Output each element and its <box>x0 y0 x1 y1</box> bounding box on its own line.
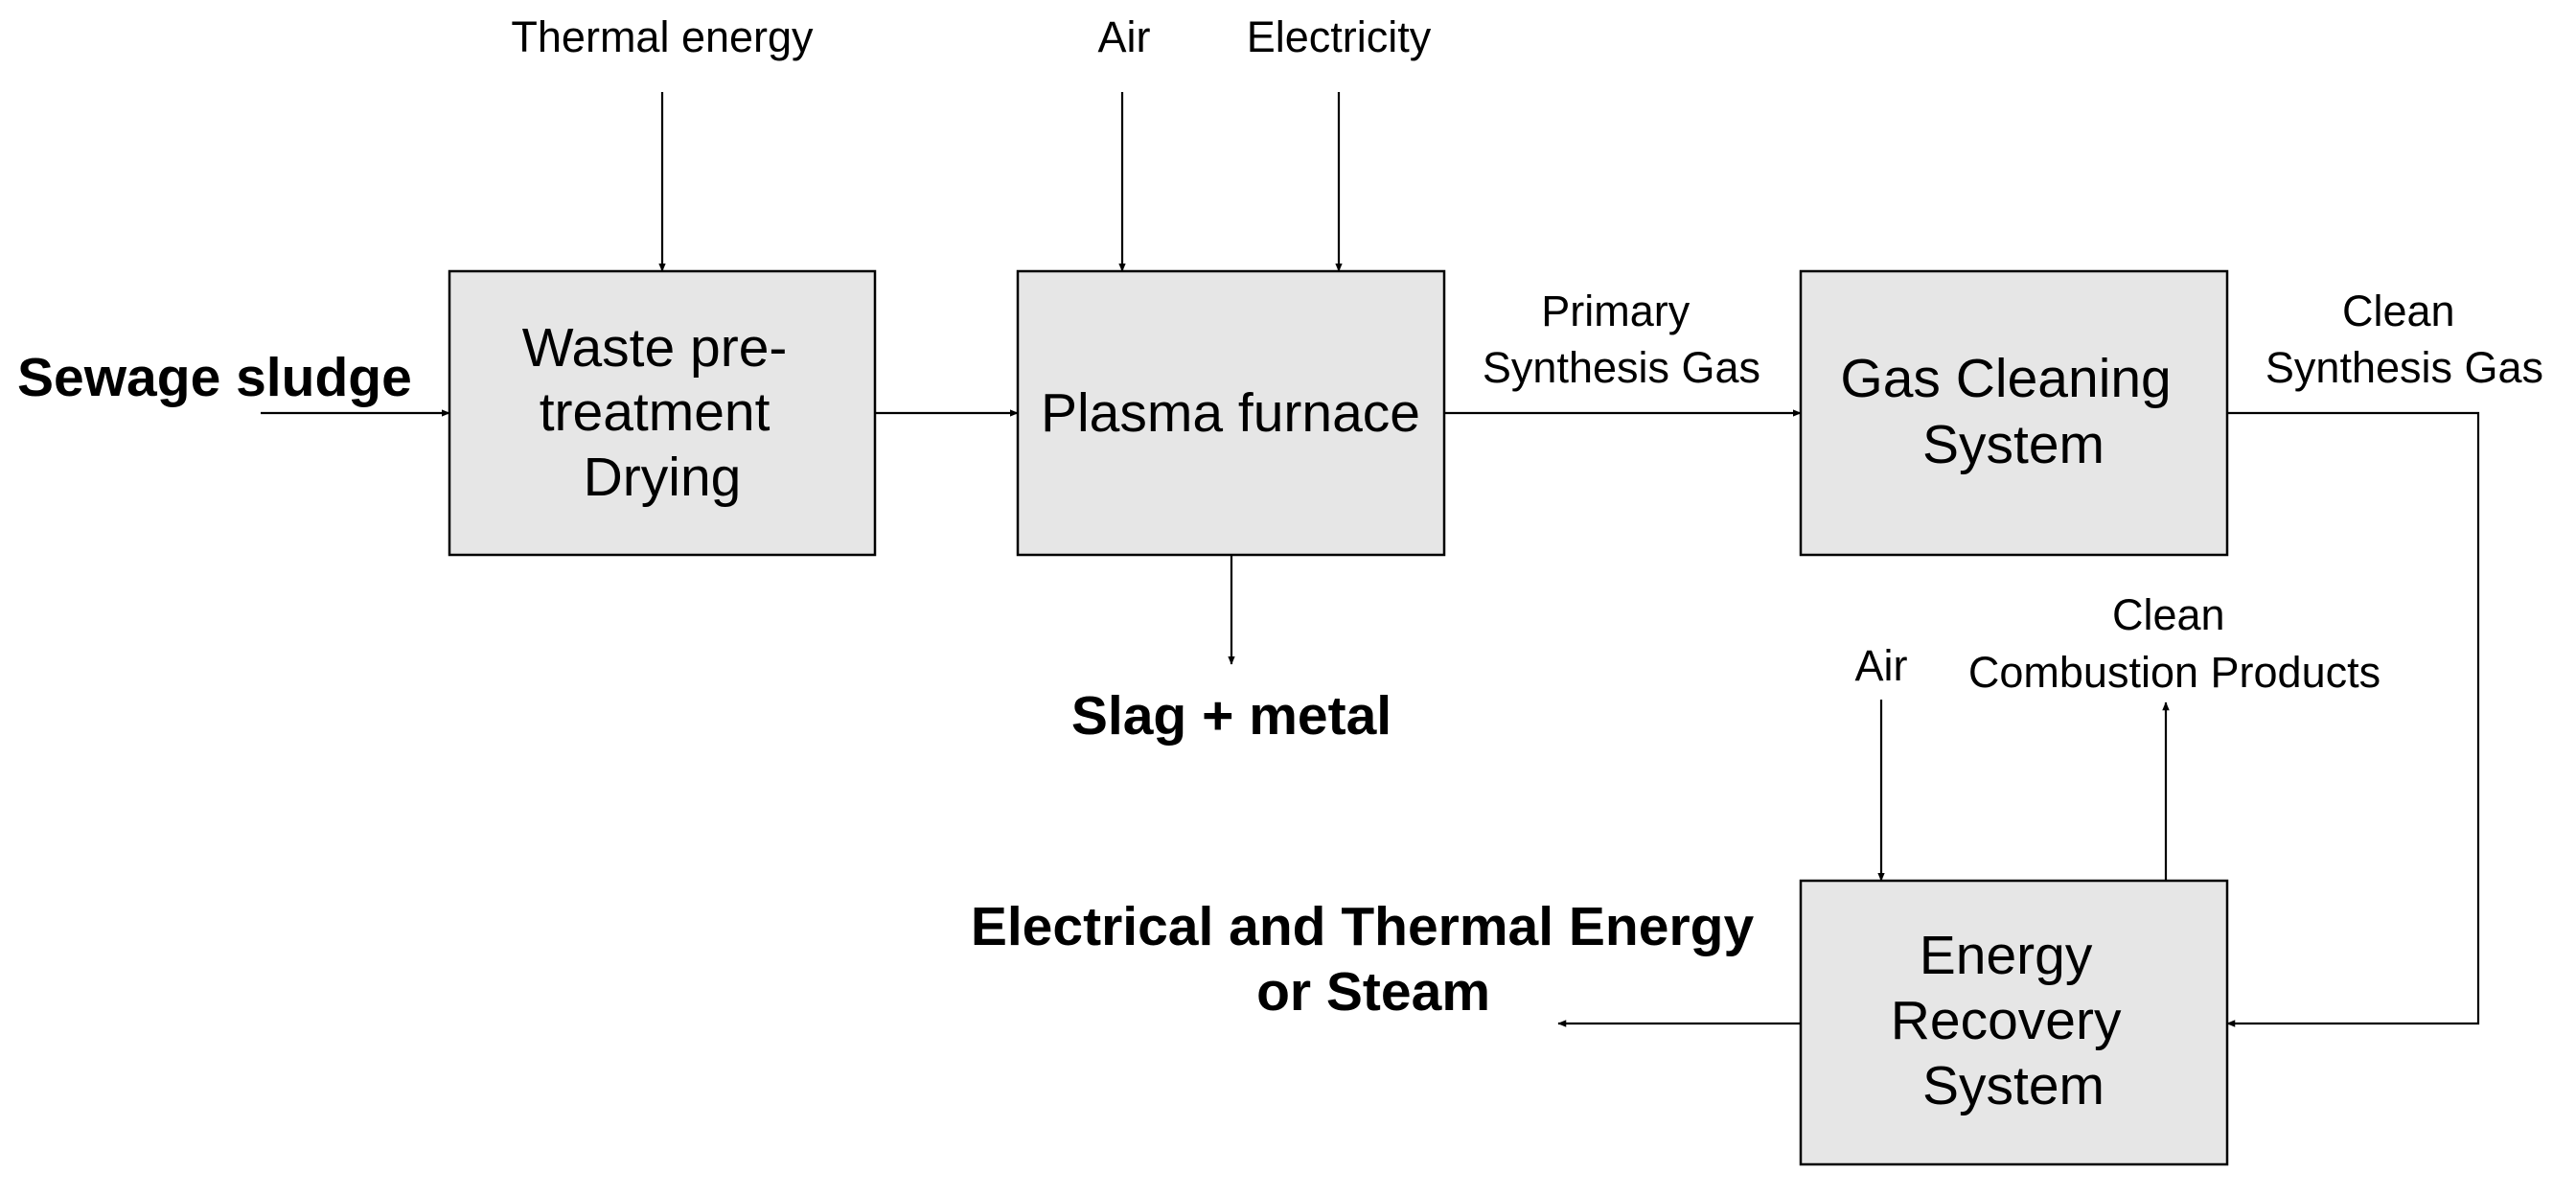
svg-text:Waste pre- treatment: Waste pre- treatment Drying <box>522 317 802 508</box>
primary-gas-label-2: Synthesis Gas <box>1483 343 1760 392</box>
energy-recovery-line-3: System <box>1922 1055 2104 1116</box>
svg-text:Clean Synthesis Gas: Clean Synthesis Gas <box>2266 287 2543 392</box>
svg-text:Primary Synthesis Gas: Primary Synthesis Gas <box>1483 287 1760 392</box>
gas-cleaning-line-2: System <box>1922 414 2104 475</box>
energy-output-label-2: or Steam <box>1256 961 1490 1023</box>
clean-combustion-label-1: Clean <box>2112 590 2225 639</box>
clean-gas-to-recovery-arrow <box>2226 411 2480 1027</box>
clean-gas-label-2: Synthesis Gas <box>2266 343 2543 392</box>
plasma-furnace-box: Plasma furnace <box>1016 269 1446 557</box>
sewage-sludge-label: Sewage sludge <box>17 347 412 408</box>
primary-gas-label-1: Primary <box>1541 287 1690 335</box>
clean-gas-label-1: Clean <box>2342 287 2455 335</box>
pretreatment-box: Waste pre- treatment Drying <box>448 269 877 557</box>
energy-recovery-line-2: Recovery <box>1891 990 2122 1051</box>
pretreatment-line-2: treatment <box>540 381 770 443</box>
svg-text:Plasma furnace: Plasma furnace <box>1041 382 1420 444</box>
energy-recovery-line-1: Energy <box>1920 925 2093 986</box>
air-recovery-label: Air <box>1855 641 1908 690</box>
electricity-label: Electricity <box>1247 12 1432 61</box>
svg-text:Clean Combustion Products: Clean Combustion Products <box>1968 590 2380 697</box>
energy-output-label-1: Electrical and Thermal Energy <box>971 896 1755 957</box>
svg-text:Gas Cleaning System: Gas Cleaning System <box>1840 348 2186 475</box>
clean-combustion-label-2: Combustion Products <box>1968 648 2380 697</box>
slag-metal-label: Slag + metal <box>1071 685 1392 747</box>
gas-cleaning-line-1: Gas Cleaning <box>1840 348 2171 409</box>
pretreatment-line-1: Waste pre- <box>522 317 788 379</box>
pretreatment-line-3: Drying <box>584 447 742 508</box>
svg-text:Energy Recovery Sy: Energy Recovery System <box>1891 925 2137 1116</box>
air-furnace-label: Air <box>1098 12 1151 61</box>
plasma-furnace-label: Plasma furnace <box>1041 382 1420 444</box>
svg-text:Electrical and Thermal Energy: Electrical and Thermal Energy or Steam <box>971 896 1769 1023</box>
thermal-energy-label: Thermal energy <box>511 12 814 61</box>
energy-recovery-box: Energy Recovery System <box>1799 879 2229 1166</box>
gas-cleaning-box: Gas Cleaning System <box>1799 269 2229 557</box>
